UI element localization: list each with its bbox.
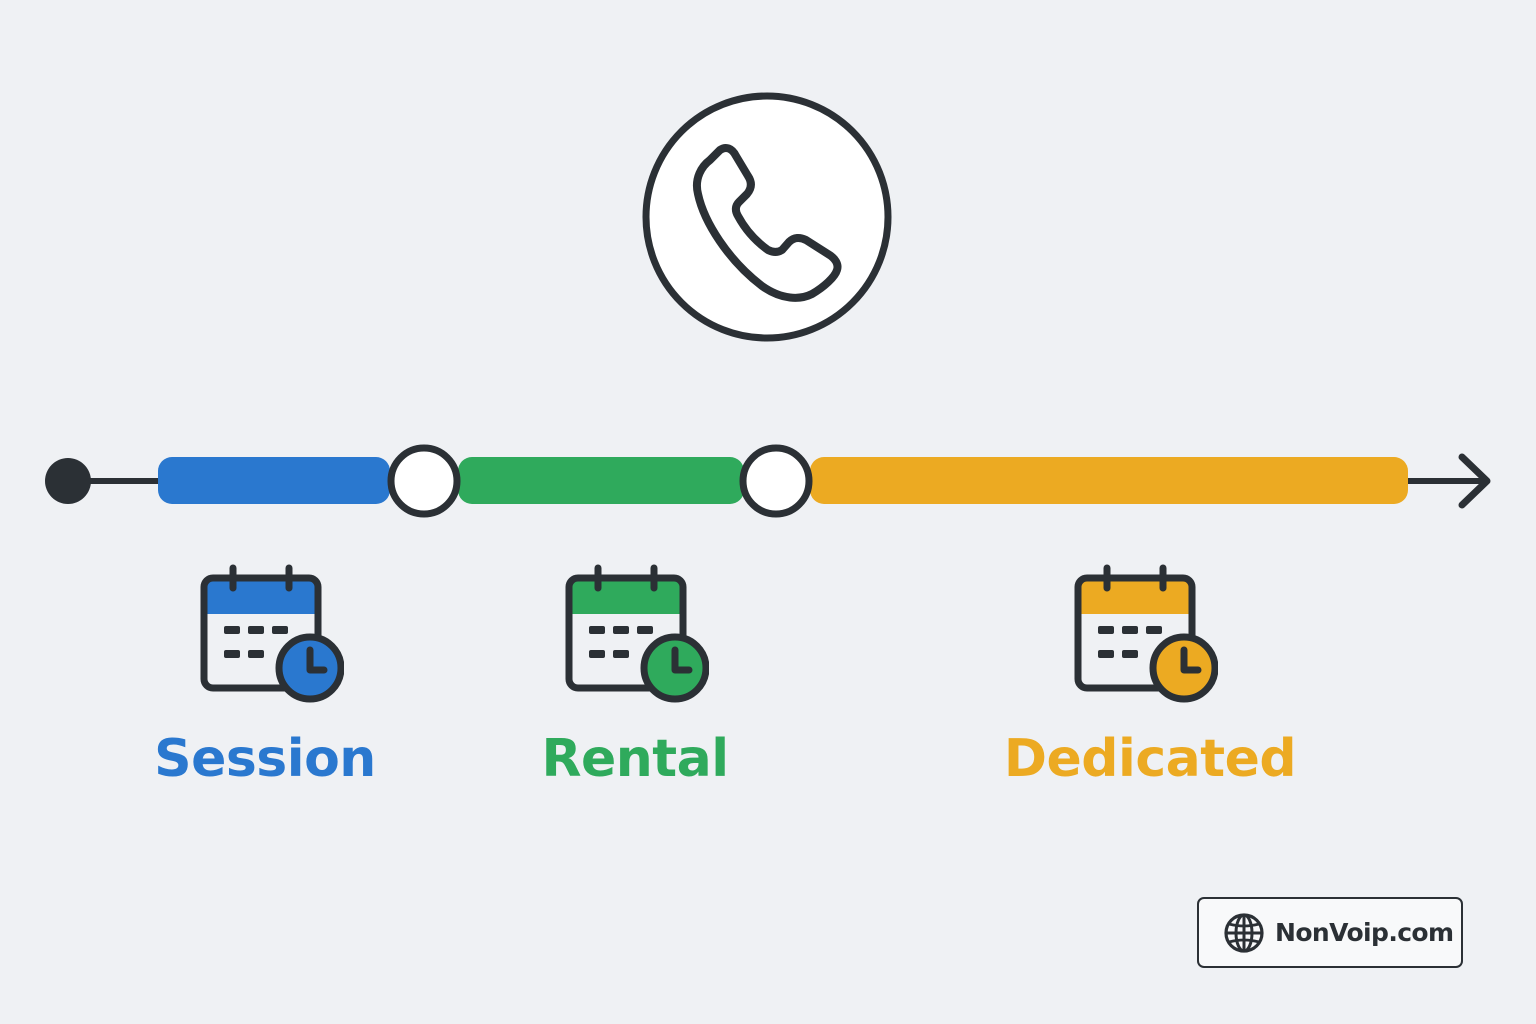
phone-icon — [642, 92, 892, 342]
stage-label-dedicated: Dedicated — [1003, 729, 1297, 789]
timeline-start-dot — [45, 458, 91, 504]
milestone-1 — [387, 444, 461, 518]
globe-icon — [1224, 912, 1264, 953]
calendar-clock-icon — [565, 564, 709, 703]
brand-text: NonVoip.com — [1275, 918, 1454, 947]
timeline — [45, 444, 1491, 518]
segment-dedicated — [810, 457, 1408, 504]
calendar-clock-icon — [1074, 564, 1218, 703]
brand-badge[interactable]: NonVoip.com — [1197, 897, 1463, 968]
timeline-arrow-icon — [1458, 453, 1491, 509]
stage-label-rental: Rental — [541, 729, 729, 789]
segment-rental — [458, 457, 744, 504]
stage-label-session: Session — [154, 729, 376, 789]
milestone-2 — [739, 444, 813, 518]
segment-session — [158, 457, 390, 504]
calendar-clock-icon — [200, 564, 344, 703]
